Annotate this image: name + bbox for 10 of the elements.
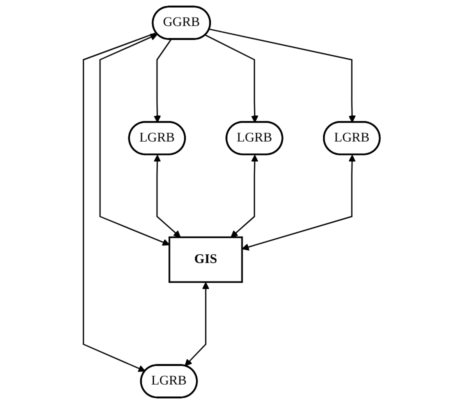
arrow [184, 282, 210, 366]
arrow [99, 34, 170, 246]
arrow [82, 32, 156, 372]
arrow [154, 154, 181, 238]
arrow [154, 39, 172, 123]
arrow [230, 154, 258, 238]
arrow [204, 34, 258, 123]
arrow [209, 28, 356, 123]
node-box: GIS [168, 236, 243, 283]
arrow [242, 154, 356, 251]
